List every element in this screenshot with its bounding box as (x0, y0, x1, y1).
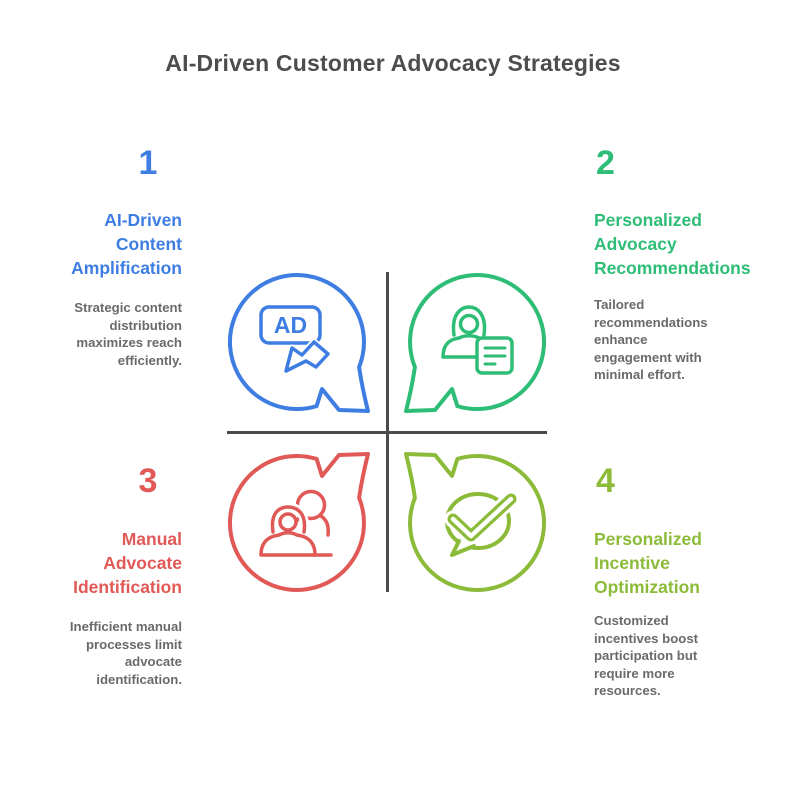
divider-horizontal (227, 430, 547, 434)
quadrant-1-number: 1 (138, 144, 158, 182)
quadrant-3-description: Inefficient manual processes limit advoc… (69, 619, 182, 687)
person-recommendation-speech-bubble-icon (404, 273, 546, 413)
page-title: AI-Driven Customer Advocacy Strategies (165, 50, 621, 76)
quadrant-3-number: 3 (138, 462, 158, 500)
quadrant-2-number: 2 (596, 144, 615, 182)
quadrant-1-title: AI-Driven Content Amplification (71, 210, 182, 278)
checkmark-chat-speech-bubble-icon (404, 452, 546, 592)
quadrant-4-number: 4 (596, 462, 615, 500)
quadrant-4-description: Customized incentives boost participatio… (594, 613, 699, 698)
quadrant-1-description: Strategic content distribution maximizes… (74, 300, 182, 368)
quadrant-3-title: Manual Advocate Identification (73, 529, 182, 597)
quadrant-2-title: Personalized Advocacy Recommendations (594, 210, 751, 278)
ad-click-speech-bubble-icon: AD (228, 273, 370, 413)
ad-label: AD (274, 312, 307, 338)
advocate-search-speech-bubble-icon (228, 452, 370, 592)
quadrant-2-description: Tailored recommendations enhance engagem… (594, 297, 708, 382)
quadrant-4-title: Personalized Incentive Optimization (594, 529, 702, 597)
